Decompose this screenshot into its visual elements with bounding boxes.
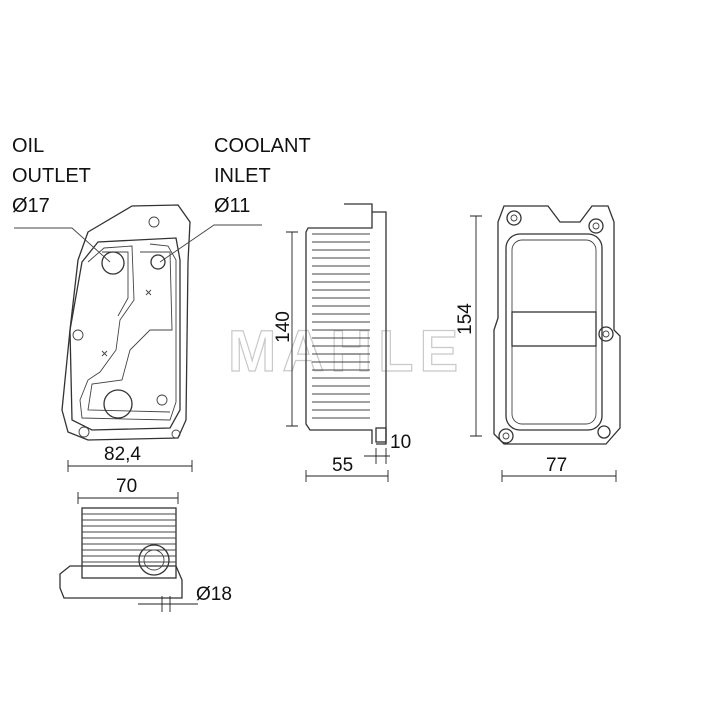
oil-outlet-line2: OUTLET — [12, 165, 91, 187]
oil-outlet-leader — [14, 227, 111, 263]
coolant-inlet-label: COOLANT INLET Ø11 — [214, 134, 311, 218]
oil-outlet-line3: Ø17 — [12, 195, 50, 217]
rear-height-dimension: 154 — [455, 303, 476, 335]
side-flange-dimension: 10 — [390, 432, 412, 453]
coolant-inlet-leader — [159, 224, 262, 263]
side-view — [286, 203, 390, 482]
side-depth-dimension: 55 — [332, 455, 354, 476]
side-height-dimension: 140 — [273, 311, 294, 343]
oil-outlet-line1: OIL — [12, 135, 45, 157]
front-view — [61, 204, 191, 441]
coolant-inlet-line2: INLET — [214, 165, 271, 187]
port-diameter-dimension: Ø18 — [196, 584, 232, 605]
mahle-watermark: MAHLE — [227, 318, 465, 384]
top-view — [59, 492, 198, 612]
oil-outlet-label: OIL OUTLET Ø17 — [12, 134, 91, 218]
coolant-inlet-line3: Ø11 — [214, 195, 251, 217]
front-width-dimension: 82,4 — [104, 444, 141, 465]
rear-width-dimension: 77 — [546, 455, 568, 476]
coolant-inlet-line1: COOLANT — [214, 135, 311, 157]
top-width-dimension: 70 — [116, 476, 138, 497]
rear-view — [470, 205, 621, 482]
